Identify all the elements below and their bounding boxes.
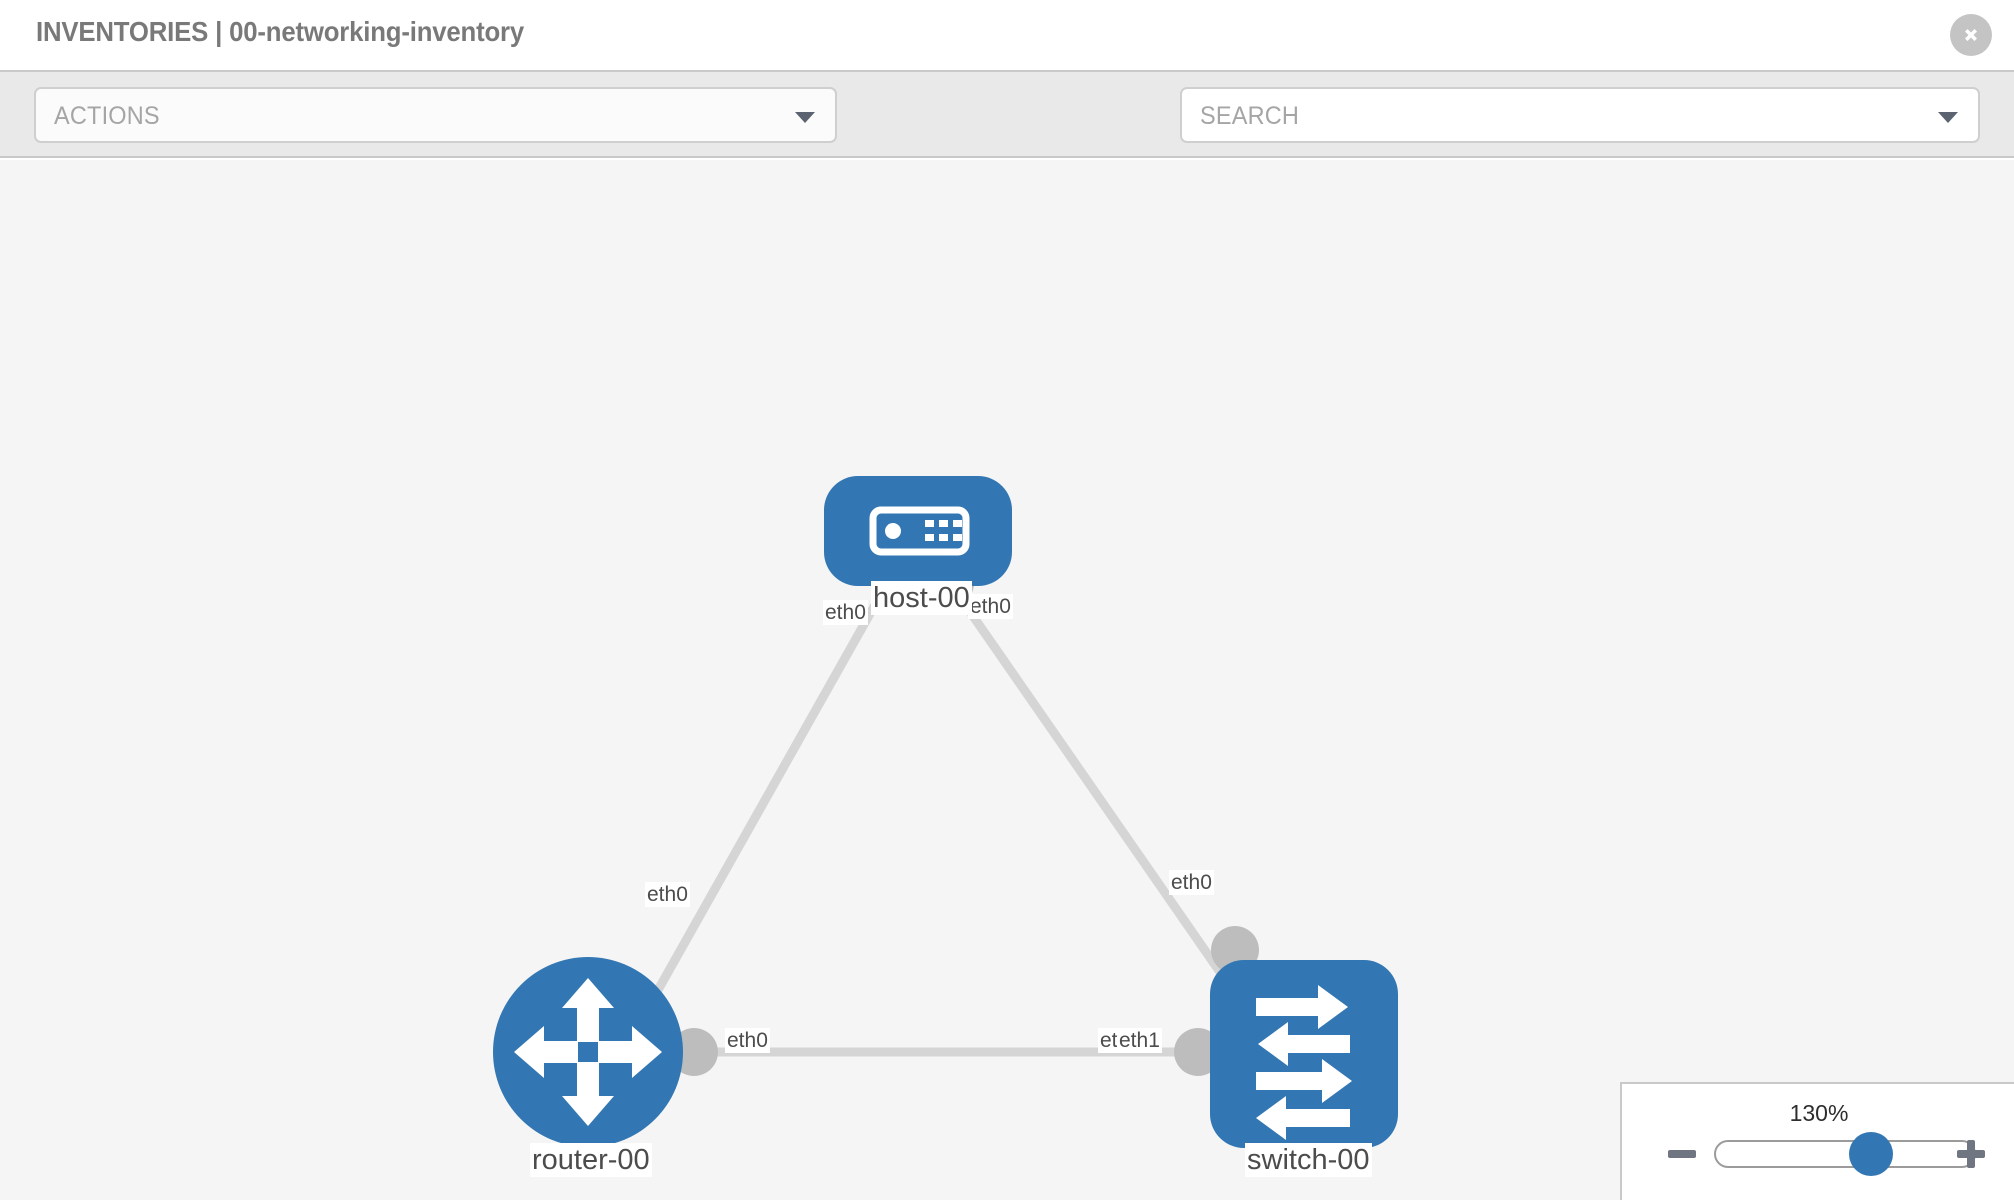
chevron-down-icon[interactable] — [1938, 112, 1958, 123]
node-host-00 — [824, 476, 1012, 586]
search-input[interactable]: SEARCH — [1180, 87, 1980, 143]
iface-label: eth0 — [1169, 870, 1214, 895]
iface-label: eth0 — [725, 1028, 770, 1053]
switch-arrows-icon — [1256, 985, 1352, 1140]
edge-host00-router00 — [636, 577, 893, 1025]
close-button[interactable] — [1950, 14, 1992, 56]
node-router-00 — [493, 957, 683, 1147]
router-arrows-icon — [514, 978, 662, 1126]
zoom-out-button[interactable] — [1668, 1150, 1696, 1158]
iface-label: eth0 — [645, 882, 690, 907]
toolbar: ACTIONS SEARCH — [0, 70, 2014, 201]
node-label-switch-00: switch-00 — [1245, 1143, 1372, 1177]
node-label-host-00: host-00 — [871, 581, 972, 615]
zoom-control-panel: 130% — [1620, 1082, 2014, 1200]
host-00-shape — [824, 476, 1012, 586]
page-header: INVENTORIES | 00-networking-inventory — [0, 0, 2014, 70]
zoom-slider-track[interactable] — [1714, 1140, 1976, 1168]
iface-label: et — [1098, 1028, 1120, 1053]
edge-host00-switch00 — [944, 577, 1242, 1001]
node-switch-00 — [1210, 960, 1398, 1148]
actions-dropdown[interactable]: ACTIONS — [34, 87, 837, 143]
topology-canvas[interactable]: eth0 eth0 eth0 eth0 eth0 et eth1 host-00… — [0, 160, 2014, 1200]
server-icon — [869, 506, 970, 556]
zoom-percent-label: 130% — [1789, 1100, 1849, 1126]
page-title: INVENTORIES | 00-networking-inventory — [36, 16, 525, 47]
zoom-in-button[interactable] — [1957, 1140, 1985, 1168]
topology-graph — [493, 476, 1398, 1148]
node-label-router-00: router-00 — [530, 1143, 652, 1177]
router-00-shape — [493, 957, 683, 1147]
actions-dropdown-label: ACTIONS — [54, 102, 160, 130]
iface-label: eth1 — [1117, 1028, 1162, 1053]
zoom-slider-thumb[interactable] — [1849, 1132, 1894, 1176]
chevron-down-icon — [795, 112, 815, 123]
search-placeholder-label: SEARCH — [1200, 102, 1300, 130]
iface-label: eth0 — [968, 594, 1013, 619]
iface-label: eth0 — [823, 600, 868, 625]
topology-edges — [636, 577, 1242, 1057]
